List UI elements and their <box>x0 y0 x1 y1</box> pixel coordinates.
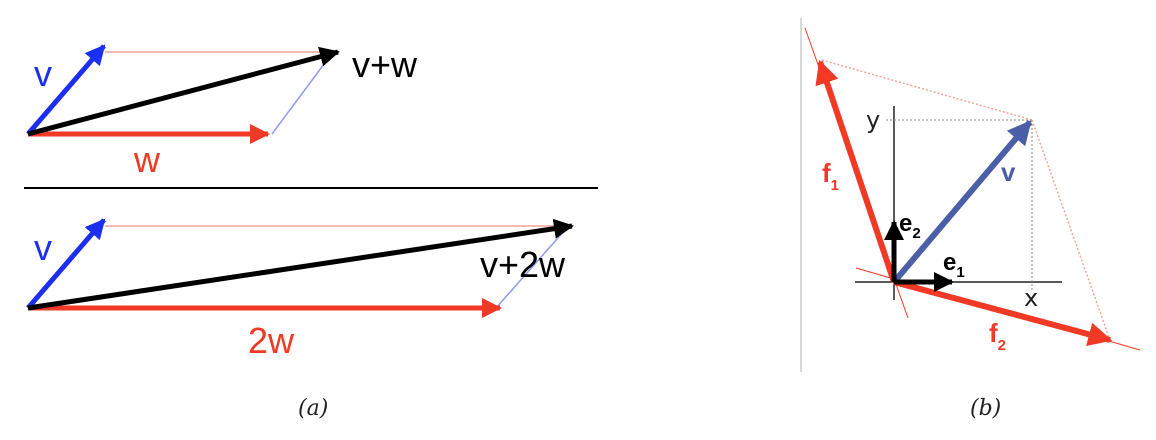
e2-label: e2 <box>899 210 921 242</box>
v-label: v <box>34 227 52 268</box>
panel-a-bottom: v 2w v+2w <box>26 218 574 361</box>
sum-label: v+w <box>352 44 418 85</box>
sum-vector-arrow <box>27 218 574 311</box>
e1-label-sub: 1 <box>956 264 964 281</box>
sum-vector-arrow <box>27 46 340 137</box>
f1-label-sub: 1 <box>831 177 839 194</box>
e1-label: e1 <box>943 249 965 281</box>
w-dashed-translate <box>271 55 331 135</box>
f1-vector-arrow <box>815 59 897 283</box>
e2-label-sub: 2 <box>912 225 920 242</box>
w-dashed-translate <box>495 229 566 309</box>
sum-label: v+2w <box>480 244 566 285</box>
v-vector-arrow <box>891 120 1033 284</box>
y-axis-label: y <box>866 106 880 134</box>
f2-label: f2 <box>989 318 1006 354</box>
v-vector-arrow <box>26 218 106 310</box>
caption-a: (a) <box>298 396 328 421</box>
f2-label-sub: 2 <box>998 337 1006 354</box>
e2-label-main: e <box>899 210 912 237</box>
panel-a-top: v w v+w <box>26 44 418 180</box>
v-label: v <box>1001 157 1016 187</box>
x-axis-label: x <box>1024 284 1038 312</box>
panel-b: v f1 f2 e1 e2 x y (b) <box>800 18 1141 421</box>
v-vector-arrow <box>26 44 106 136</box>
panel-a: v w v+w v 2w v+2w (a) <box>24 44 598 421</box>
v-label: v <box>34 53 52 94</box>
f2-vector-arrow <box>893 279 1113 346</box>
caption-b: (b) <box>970 396 1001 421</box>
f1-label-main: f <box>822 158 831 188</box>
w-label: 2w <box>248 320 295 361</box>
f1-label: f1 <box>822 158 839 194</box>
f-parallelogram-top <box>821 59 1033 121</box>
w-label: w <box>133 139 161 180</box>
f2-label-main: f <box>989 318 998 348</box>
e1-label-main: e <box>943 249 956 276</box>
f-parallelogram-right <box>1031 119 1111 341</box>
